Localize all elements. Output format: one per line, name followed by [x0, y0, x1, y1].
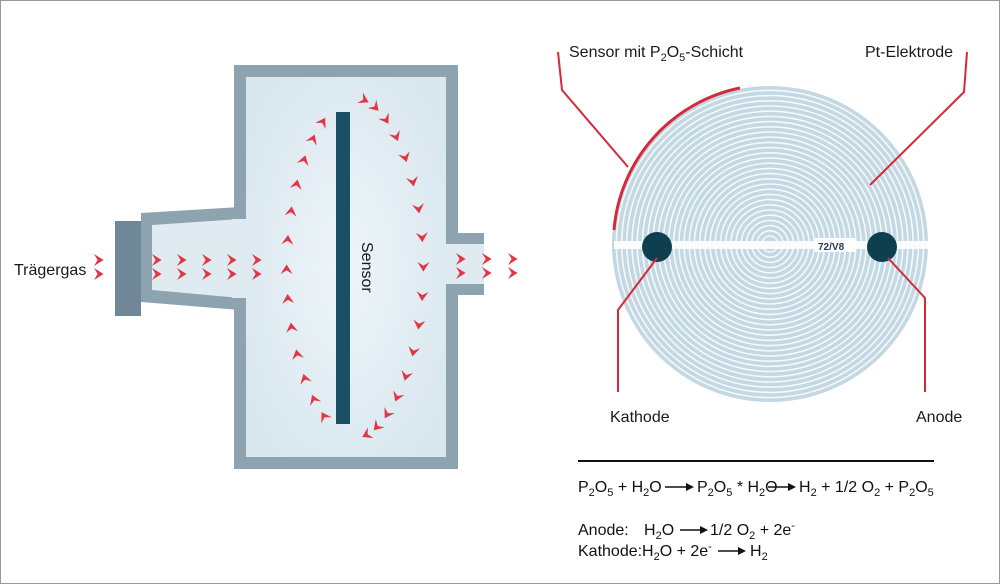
svg-text:H2 + 1/2 O2 + P2O5: H2 + 1/2 O2 + P2O5: [799, 479, 934, 499]
flow-arrows: [94, 92, 518, 438]
p2o5-layer-arc: [612, 86, 741, 231]
flow-arrow: [94, 254, 104, 266]
flow-arrow: [202, 254, 212, 266]
svg-text:1/2 O2 + 2e-: 1/2 O2 + 2e-: [710, 520, 795, 542]
flow-arrow: [284, 206, 297, 217]
flow-arrow: [415, 232, 428, 243]
flow-arrow: [373, 419, 385, 431]
svg-text:H2: H2: [750, 543, 768, 563]
flow-arrow: [305, 134, 317, 146]
flow-arrow: [177, 254, 187, 266]
flow-arrow: [281, 234, 294, 245]
cathode-label: Kathode: [610, 409, 670, 426]
inlet-flange: [115, 221, 141, 316]
outlet-channel: [444, 244, 484, 284]
svg-text:Anode:: Anode:: [578, 522, 629, 539]
flow-arrow: [401, 369, 414, 381]
cathode-contact: [642, 232, 672, 262]
flow-arrow: [292, 349, 304, 361]
sensor-layer-label: Sensor mit P2O5-Schicht: [569, 44, 744, 64]
main-reaction: P2O5 + H2O P2O5 * H2O H2 + 1/2 O2 + P2O5: [578, 479, 934, 499]
flow-arrow: [482, 267, 492, 279]
flow-arrow: [413, 319, 426, 330]
flow-arrow: [310, 394, 322, 407]
anode-contact: [867, 232, 897, 262]
svg-text:P2O5 + H2O: P2O5 + H2O: [578, 479, 662, 499]
chip-id-label: 72/V8: [818, 242, 845, 253]
flow-arrow: [315, 117, 326, 130]
cathode-reaction: Kathode: H2O + 2e- H2: [578, 541, 768, 563]
flow-arrow: [406, 175, 418, 187]
flow-arrow: [393, 390, 405, 402]
flow-arrow: [456, 253, 466, 265]
flow-arrow: [252, 254, 262, 266]
flow-arrow: [408, 345, 421, 357]
flow-arrow: [282, 293, 295, 304]
flow-arrow: [296, 155, 309, 167]
flow-arrow: [321, 412, 332, 424]
svg-text:P2O5 * H2O: P2O5 * H2O: [697, 479, 778, 499]
inlet-funnel-inner: [152, 219, 240, 298]
flow-arrow: [227, 254, 237, 266]
flow-arrow: [508, 267, 518, 279]
flow-arrow: [300, 373, 312, 385]
flow-arrow: [280, 264, 293, 275]
flow-arrow: [367, 99, 379, 111]
flow-arrow: [289, 179, 302, 191]
flow-arrow: [152, 268, 162, 280]
electrode-label: Pt-Elektrode: [865, 44, 953, 61]
flow-arrow: [177, 268, 187, 280]
anode-label: Anode: [916, 409, 962, 426]
flow-arrow: [482, 253, 492, 265]
flow-arrow: [286, 322, 298, 333]
flow-cell: [115, 65, 484, 469]
flow-arrow: [412, 203, 424, 214]
flow-arrow: [152, 254, 162, 266]
svg-text:H2O: H2O: [644, 522, 674, 542]
flow-arrow: [357, 92, 369, 104]
flow-arrow: [227, 268, 237, 280]
flow-arrow: [94, 268, 104, 280]
chip-id-backdrop: [815, 238, 855, 252]
leader-anode: [887, 257, 926, 392]
leader-cathode: [617, 257, 658, 392]
flow-arrow: [252, 268, 262, 280]
flow-arrow: [508, 253, 518, 265]
carrier-gas-label: Trägergas: [14, 262, 86, 279]
flow-arrow: [398, 151, 410, 163]
svg-text:Kathode:: Kathode:: [578, 543, 642, 560]
leader-sensor-layer: [557, 51, 629, 168]
svg-text:H2O + 2e-: H2O + 2e-: [642, 541, 712, 563]
flow-arrow: [456, 267, 466, 279]
flow-arrow: [384, 406, 395, 419]
flow-arrow: [416, 291, 429, 302]
flow-arrow: [388, 129, 400, 142]
sensor-disk: 72/V8: [612, 86, 929, 402]
flow-arrow: [378, 112, 389, 124]
chamber-inlet-opening: [232, 219, 248, 298]
electrode-gap: [614, 241, 929, 249]
anode-reaction: Anode: H2O 1/2 O2 + 2e-: [578, 520, 795, 542]
flow-arrow: [202, 268, 212, 280]
flow-arrow: [362, 427, 374, 438]
flow-arrow: [417, 261, 430, 272]
sensor-plate: [336, 112, 350, 424]
leader-electrode: [869, 51, 968, 186]
sensor-label: Sensor: [358, 242, 375, 293]
